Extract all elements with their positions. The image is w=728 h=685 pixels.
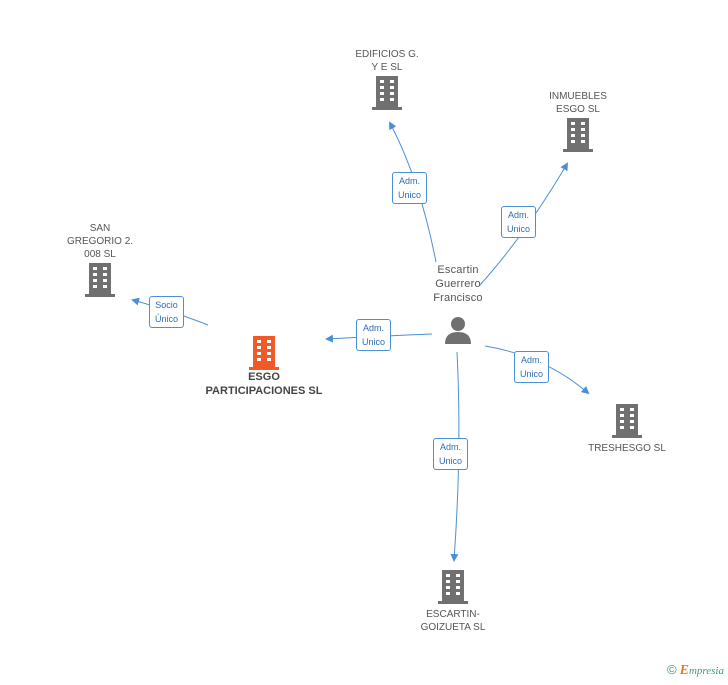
- building-icon: [249, 336, 279, 370]
- company-name: EDIFICIOS G. Y E SL: [355, 49, 419, 73]
- company-node-sangregorio[interactable]: SAN GREGORIO 2. 008 SL: [55, 222, 145, 297]
- company-node-edificios[interactable]: EDIFICIOS G. Y E SL: [342, 48, 432, 110]
- copyright-symbol: ©: [667, 662, 677, 677]
- company-name: ESCARTIN- GOIZUETA SL: [420, 609, 486, 633]
- brand-initial: E: [679, 663, 689, 678]
- relation-label-treshesgo[interactable]: Adm. Unico: [514, 351, 550, 383]
- company-node-esgo-focus[interactable]: ESGO PARTICIPACIONES SL: [189, 334, 339, 398]
- building-icon: [372, 76, 402, 110]
- building-icon: [563, 118, 593, 152]
- person-name: Escartin Guerrero Francisco: [433, 264, 483, 304]
- company-name: ESGO PARTICIPACIONES SL: [205, 371, 323, 397]
- brand-name: mpresia: [688, 665, 724, 677]
- building-icon: [85, 263, 115, 297]
- company-node-escartin[interactable]: ESCARTIN- GOIZUETA SL: [408, 568, 498, 634]
- company-name: INMUEBLES ESGO SL: [549, 91, 607, 115]
- relation-label-sangregorio[interactable]: Socio Único: [149, 296, 185, 328]
- company-name: TRESHESGO SL: [588, 443, 666, 454]
- footer-brand: ©Empresia: [667, 662, 724, 679]
- relation-label-inmuebles[interactable]: Adm. Unico: [501, 206, 537, 238]
- company-node-treshesgo[interactable]: TRESHESGO SL: [582, 402, 672, 455]
- company-node-inmuebles[interactable]: INMUEBLES ESGO SL: [533, 90, 623, 152]
- building-icon: [438, 570, 468, 604]
- company-name: SAN GREGORIO 2. 008 SL: [66, 223, 134, 260]
- relation-label-edificios[interactable]: Adm. Unico: [392, 172, 428, 204]
- relation-label-esgo[interactable]: Adm. Unico: [356, 319, 392, 351]
- person-icon: [445, 317, 471, 344]
- relation-label-escartin[interactable]: Adm. Unico: [433, 438, 469, 470]
- person-node[interactable]: Escartin Guerrero Francisco: [412, 263, 504, 345]
- building-icon: [612, 404, 642, 438]
